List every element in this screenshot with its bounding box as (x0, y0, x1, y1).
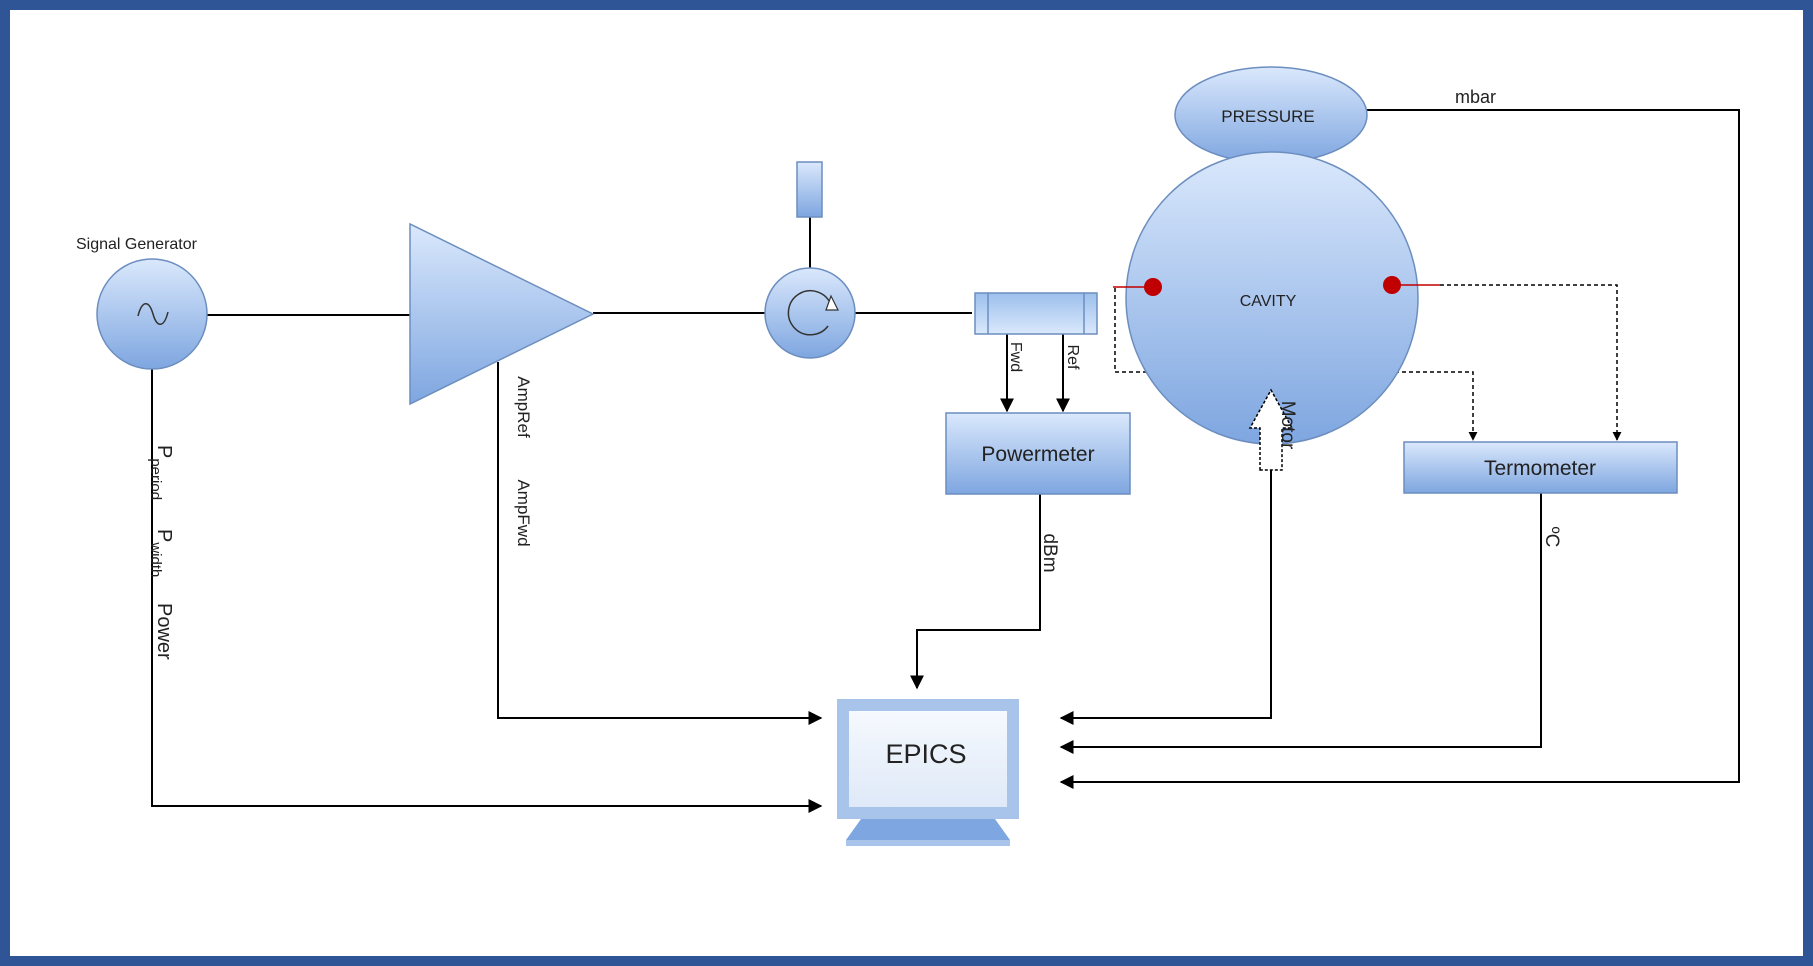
epics-label: EPICS (885, 739, 966, 769)
circulator (764, 267, 856, 359)
probe-right-port (1383, 276, 1401, 294)
sine-wave-icon (137, 303, 169, 325)
motor-label: Motor (1277, 401, 1298, 450)
dummy-load (796, 161, 823, 218)
power-label: Power (153, 603, 175, 660)
powermeter: Powermeter (945, 412, 1131, 495)
generator-output-labels: Pperiod Pwidth Power (147, 445, 175, 660)
directional-coupler (974, 292, 1098, 335)
gen-to-epics-line (151, 362, 823, 813)
termometer: Termometer (1403, 441, 1678, 494)
dbm-label: dBm (1039, 533, 1060, 572)
cavity: CAVITY (1113, 151, 1440, 445)
signal-generator-label: Signal Generator (76, 236, 198, 253)
pressure-sensor: PRESSURE (1174, 66, 1368, 164)
signal-generator: Signal Generator (76, 236, 208, 370)
termometer-label: Termometer (1484, 457, 1596, 480)
epics-computer: EPICS (837, 699, 1019, 846)
probe-left-port (1144, 278, 1162, 296)
p-period-label: Pperiod (147, 445, 175, 500)
pressure-label: PRESSURE (1221, 107, 1315, 126)
termometer-to-epics-line (1059, 493, 1542, 754)
ref-label: Ref (1064, 345, 1081, 370)
cavity-label: CAVITY (1240, 293, 1297, 310)
motor-to-epics-line (1059, 470, 1272, 725)
signal-labels: mbar Fwd Ref Motor dBm ºC AmpRef AmpFwd … (147, 87, 1562, 660)
celsius-label: ºC (1541, 527, 1562, 548)
p-width-label: Pwidth (147, 529, 175, 577)
fwd-label: Fwd (1007, 342, 1024, 372)
probe-right-dashed-line (1440, 284, 1622, 441)
amplifier (409, 222, 595, 406)
motor-arrow-icon (1248, 388, 1294, 471)
pressure-to-epics-line (1059, 109, 1740, 789)
signal-lines (151, 109, 1740, 813)
powermeter-to-epics-line (910, 494, 1041, 690)
amp-fwd-label: AmpFwd (514, 479, 533, 546)
powermeter-label: Powermeter (981, 443, 1094, 466)
mbar-label: mbar (1455, 87, 1496, 107)
amp-ref-label: AmpRef (514, 376, 533, 438)
circulator-arrow-icon (787, 290, 832, 336)
amp-to-epics-line (497, 362, 823, 725)
